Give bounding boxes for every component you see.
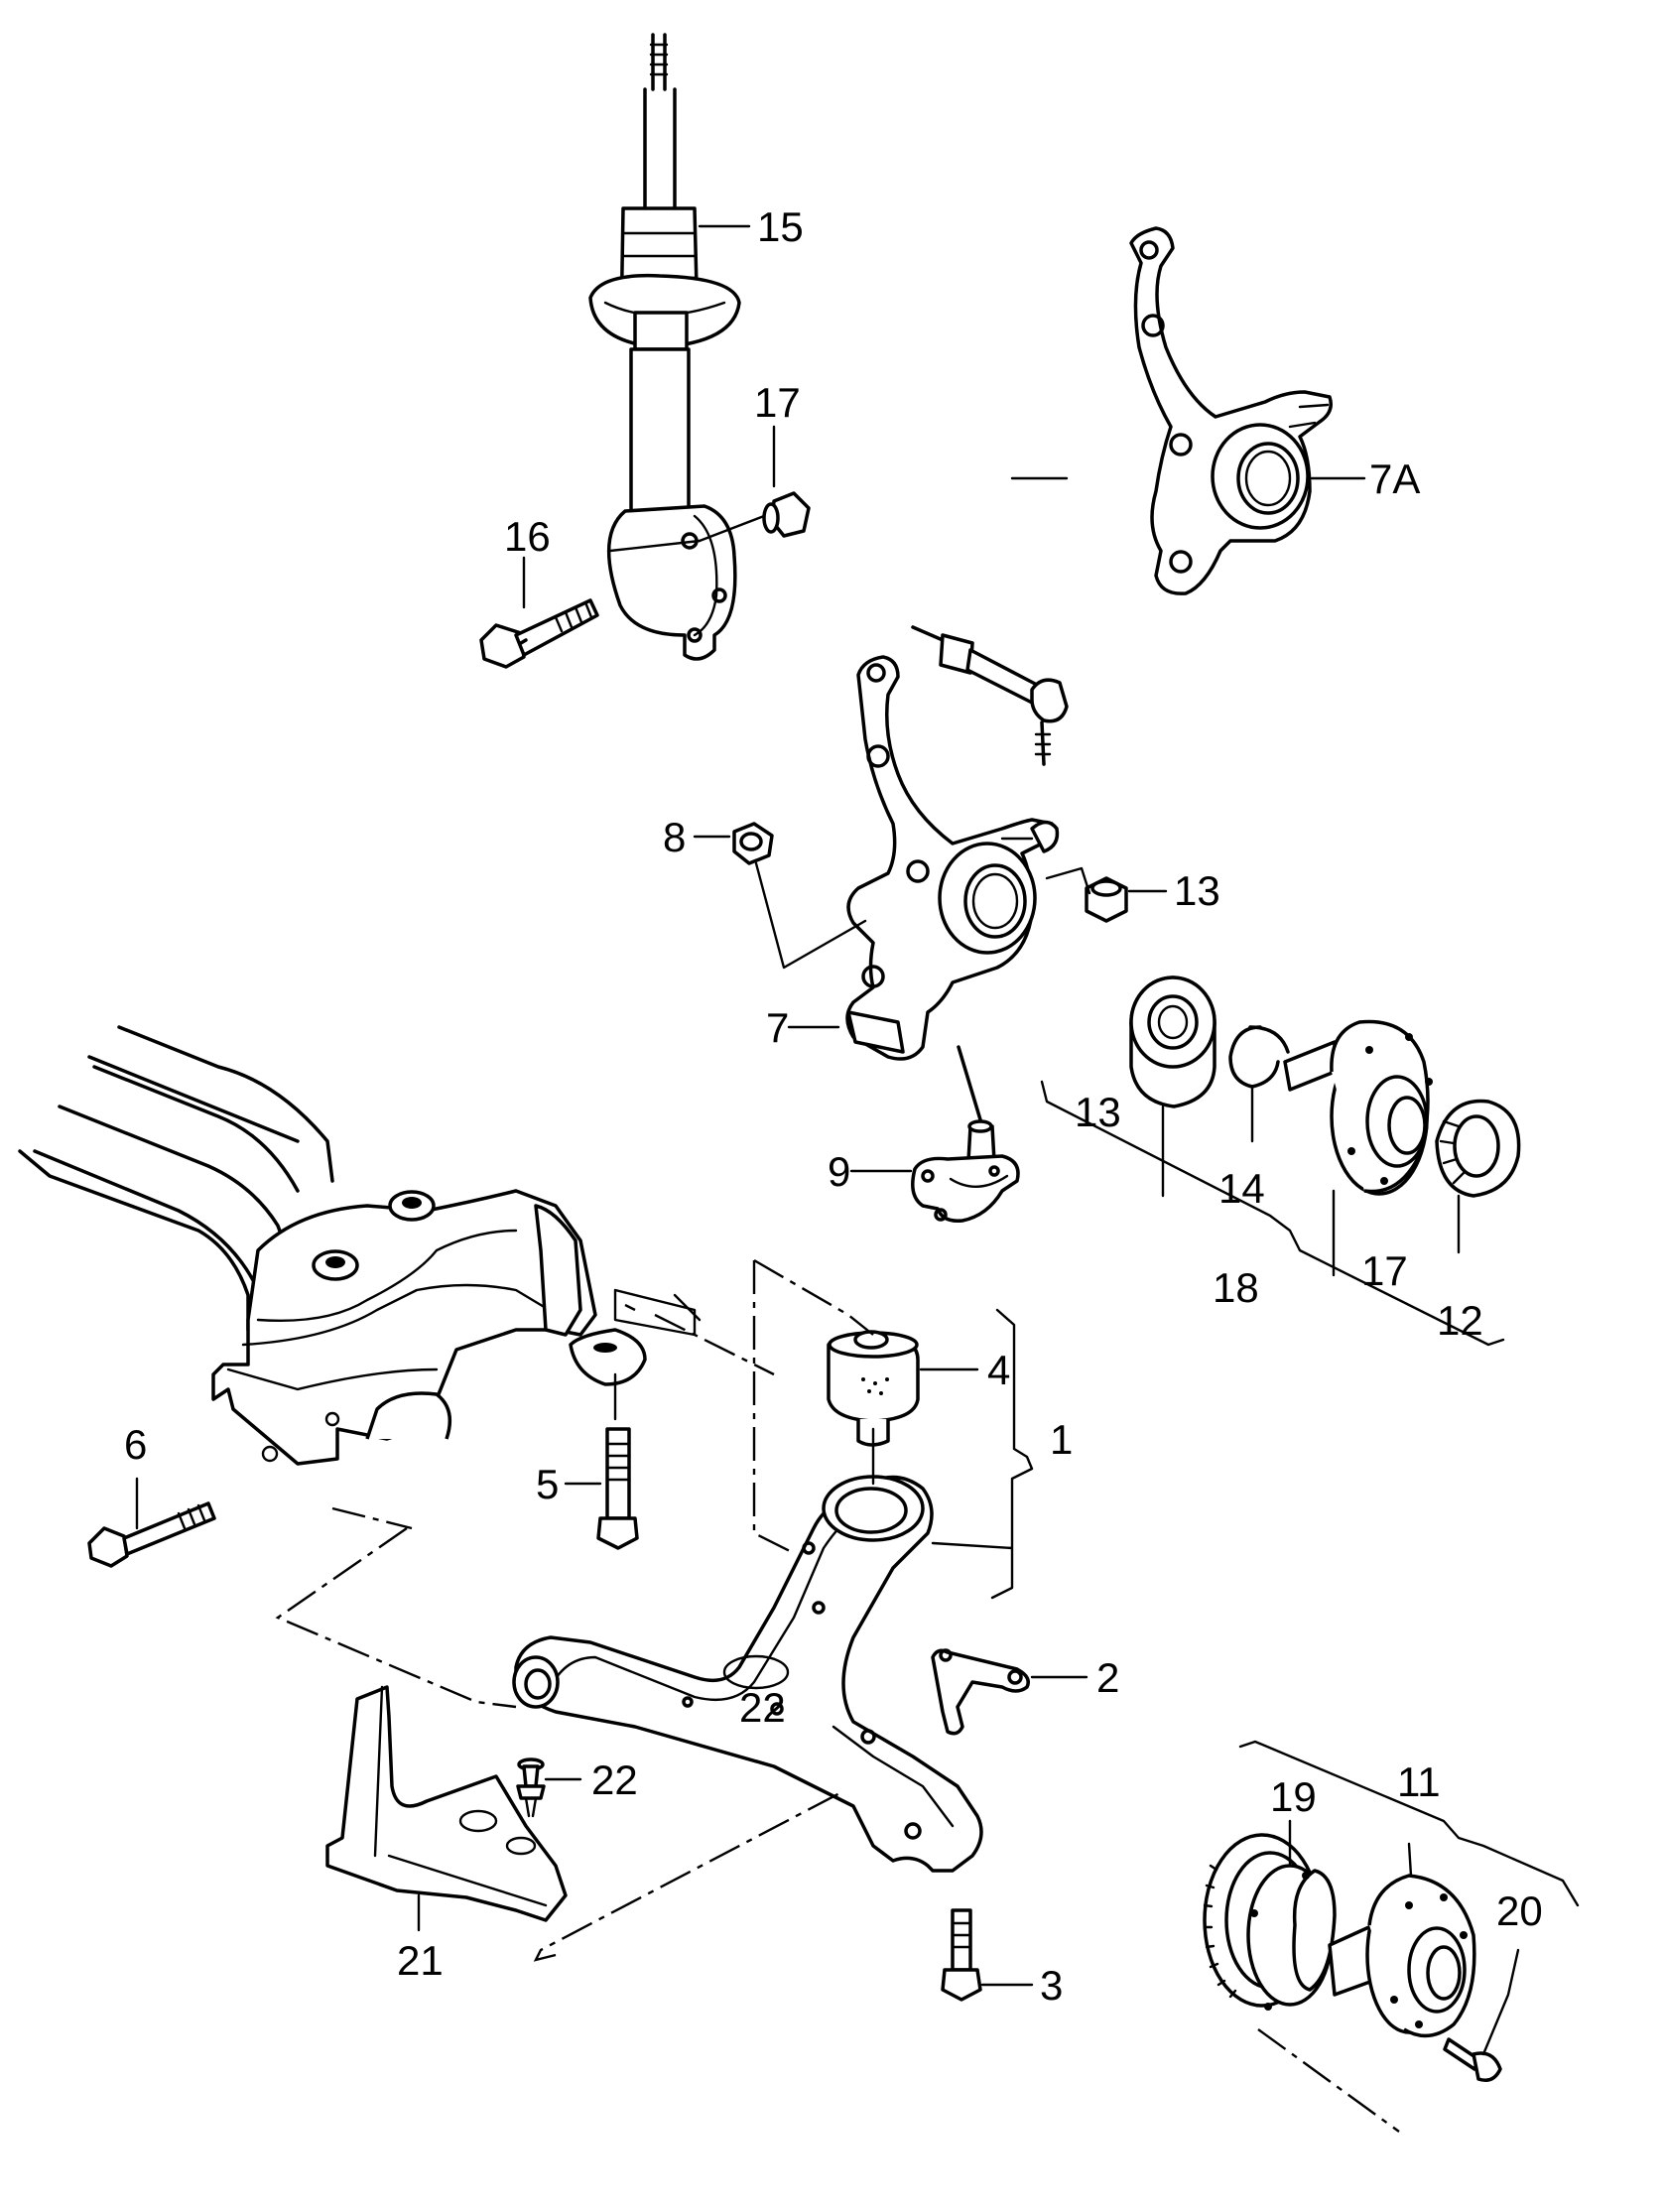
callout-11: 11 [1397,1758,1441,1805]
nut-part-8 [732,822,774,865]
bolt-part-16 [479,598,599,669]
callout-17: 17 [1361,1247,1408,1294]
callout-6: 6 [124,1421,147,1468]
assembly-line-d [331,1506,413,1530]
tie-rod-end [911,625,1069,766]
callout-21: 21 [397,1937,444,1984]
assembly-line-c [275,1527,517,1709]
subframe [18,1025,702,1466]
callout-9: 9 [828,1148,850,1195]
strut-part-15 [588,33,741,661]
assembly-line-f [624,1303,775,1376]
bushing-part-4 [827,1330,920,1447]
callout-4: 4 [987,1347,1010,1393]
callout-22-arm: 22 [739,1684,786,1731]
callout-7A: 7A [1369,455,1420,502]
assembly-line-g [1257,2028,1400,2133]
group-bracket-18 [1040,1080,1505,1347]
callout-8: 8 [663,814,686,860]
bolt-part-6 [87,1501,216,1568]
callout-13: 13 [1075,1089,1121,1135]
callout-15: 15 [757,203,804,250]
bearing-part-13 [1129,976,1216,1108]
callout-18: 18 [1213,1264,1259,1311]
callout-2: 2 [1096,1654,1119,1701]
cover-part-21 [325,1685,568,1922]
group-bracket-11 [1238,1740,1580,1907]
control-arm-part-1 [512,1427,983,1873]
callout-17-top: 17 [754,379,801,426]
rivet-part-22 [516,1757,546,1818]
screw-part-20 [1443,2037,1502,2082]
callout-1: 1 [1050,1416,1073,1463]
callout-19: 19 [1270,1773,1317,1820]
group-bracket-1 [931,1308,1034,1600]
axle-nut-part-12 [1435,1099,1521,1198]
bolt-part-3 [941,1908,982,2002]
callout-12: 12 [1437,1297,1483,1344]
callout-20: 20 [1496,1887,1543,1934]
assembly-line-b [753,1258,874,1336]
callout-5: 5 [536,1461,559,1507]
bolt-part-5 [596,1427,639,1550]
assembly-line-a [752,1260,795,1555]
callout-7: 7 [766,1004,789,1051]
callout-22: 22 [591,1757,638,1803]
ball-joint-part-9 [911,1045,1020,1223]
circlip-part-14 [1228,1025,1290,1089]
nut-part-17-top [762,491,811,538]
callout-16: 16 [504,513,551,560]
callout-3: 3 [1040,1962,1063,2009]
bracket-part-2 [931,1648,1030,1736]
assembly-line-e [533,1789,844,1962]
steering-knuckle-part-7 [845,655,1060,1061]
callout-14: 14 [1218,1165,1265,1212]
callout-13-top: 13 [1174,867,1220,914]
nut-part-13-top [1085,876,1128,923]
wheel-hub-part-17 [1283,1019,1433,1196]
wheel-hub-part-11 [1328,1874,1476,2038]
abs-ring-part-19 [1203,1833,1337,2011]
steering-knuckle-part-7A [1129,226,1333,595]
